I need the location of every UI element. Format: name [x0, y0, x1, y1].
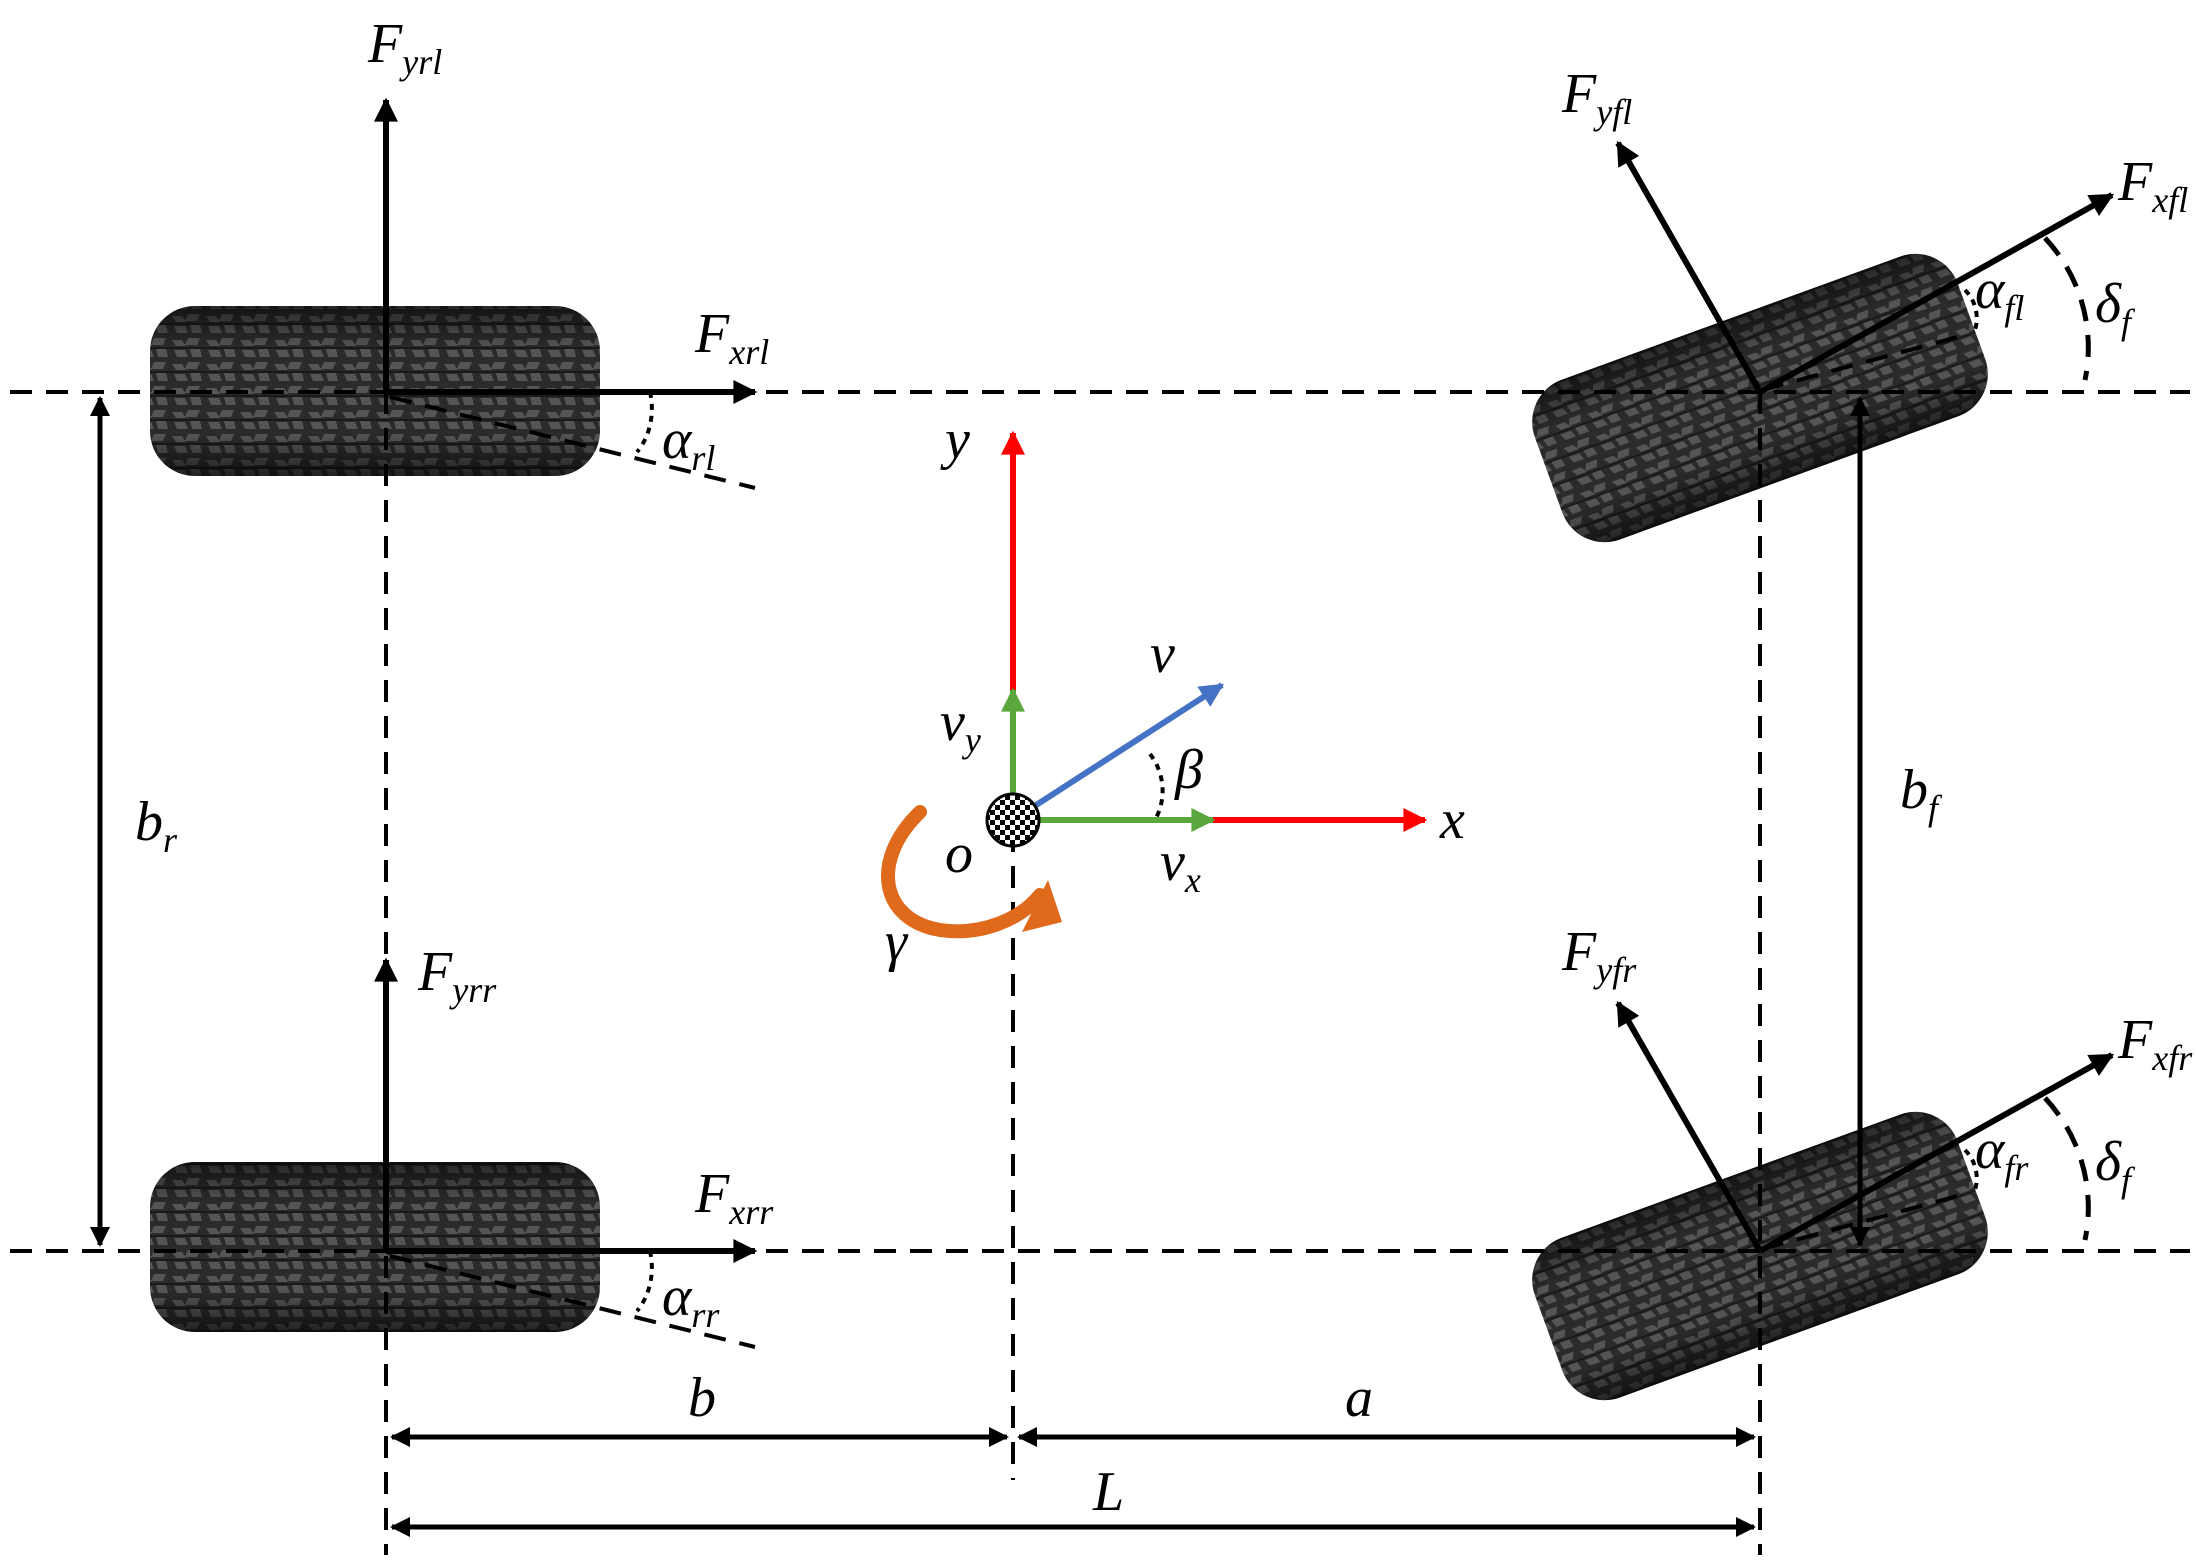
label-delta-fl: δf [2095, 273, 2136, 342]
label-gamma: γ [885, 911, 909, 973]
reference-lines [10, 333, 2190, 1555]
rl-slip-direction [389, 395, 756, 490]
force-yfl-arrow [1615, 140, 1763, 394]
label-dim-a: a [1345, 1367, 1373, 1429]
label-dim-L: L [1092, 1461, 1124, 1523]
label-force-xfr: Fxfr [2117, 1009, 2193, 1078]
label-dim-b: b [688, 1367, 716, 1429]
delta-fr-arc [2043, 1096, 2091, 1241]
label-alpha-fl: αfl [1975, 259, 2024, 328]
label-vx: vx [1160, 831, 1201, 900]
alpha-rl-arc [635, 391, 654, 454]
center-of-gravity-icon [985, 792, 1041, 848]
tire-rear-right [150, 1162, 600, 1332]
dimension-arrows [90, 396, 1870, 1537]
label-alpha-rl: αrl [662, 409, 715, 478]
label-force-xrl: Fxrl [694, 303, 769, 372]
label-delta-fr: δf [2095, 1131, 2136, 1200]
label-x-axis: x [1439, 789, 1465, 851]
force-yfr-arrow [1615, 1000, 1763, 1253]
label-vy: vy [940, 691, 981, 760]
label-y-axis: y [940, 409, 970, 471]
label-beta: β [1174, 739, 1203, 801]
coordinate-system [985, 430, 1428, 848]
label-v: v [1150, 623, 1175, 685]
label-track-front: bf [1900, 759, 1943, 828]
force-xfr-arrow [1758, 1052, 2115, 1254]
yaw-rate-arrow [881, 805, 1062, 939]
force-arrows [374, 97, 2115, 1263]
label-force-xrr: Fxrr [694, 1163, 774, 1232]
label-force-yrl: Fyrl [367, 13, 442, 82]
rr-slip-direction [389, 1254, 756, 1349]
label-force-yfl: Fyfl [1561, 63, 1632, 132]
label-force-yfr: Fyfr [1561, 921, 1637, 990]
label-origin: o [945, 823, 973, 885]
label-alpha-rr: αrr [662, 1266, 720, 1335]
beta-arc [1148, 752, 1165, 821]
angle-arcs [635, 236, 2091, 1313]
label-force-xfl: Fxfl [2117, 151, 2188, 220]
labels: Fyrl Fxrl αrl Fyrr Fxrr αrr Fyfl Fxfl αf… [135, 13, 2193, 1523]
alpha-rr-arc [635, 1250, 654, 1313]
label-force-yrr: Fyrr [417, 941, 497, 1010]
alpha-fl-arc [1963, 288, 1979, 331]
alpha-fr-arc [1963, 1148, 1979, 1191]
v-arrow [1011, 682, 1225, 823]
delta-fl-arc [2043, 236, 2091, 381]
label-track-rear: br [135, 791, 178, 860]
label-alpha-fr: αfr [1975, 1119, 2029, 1188]
force-xfl-arrow [1758, 192, 2115, 395]
